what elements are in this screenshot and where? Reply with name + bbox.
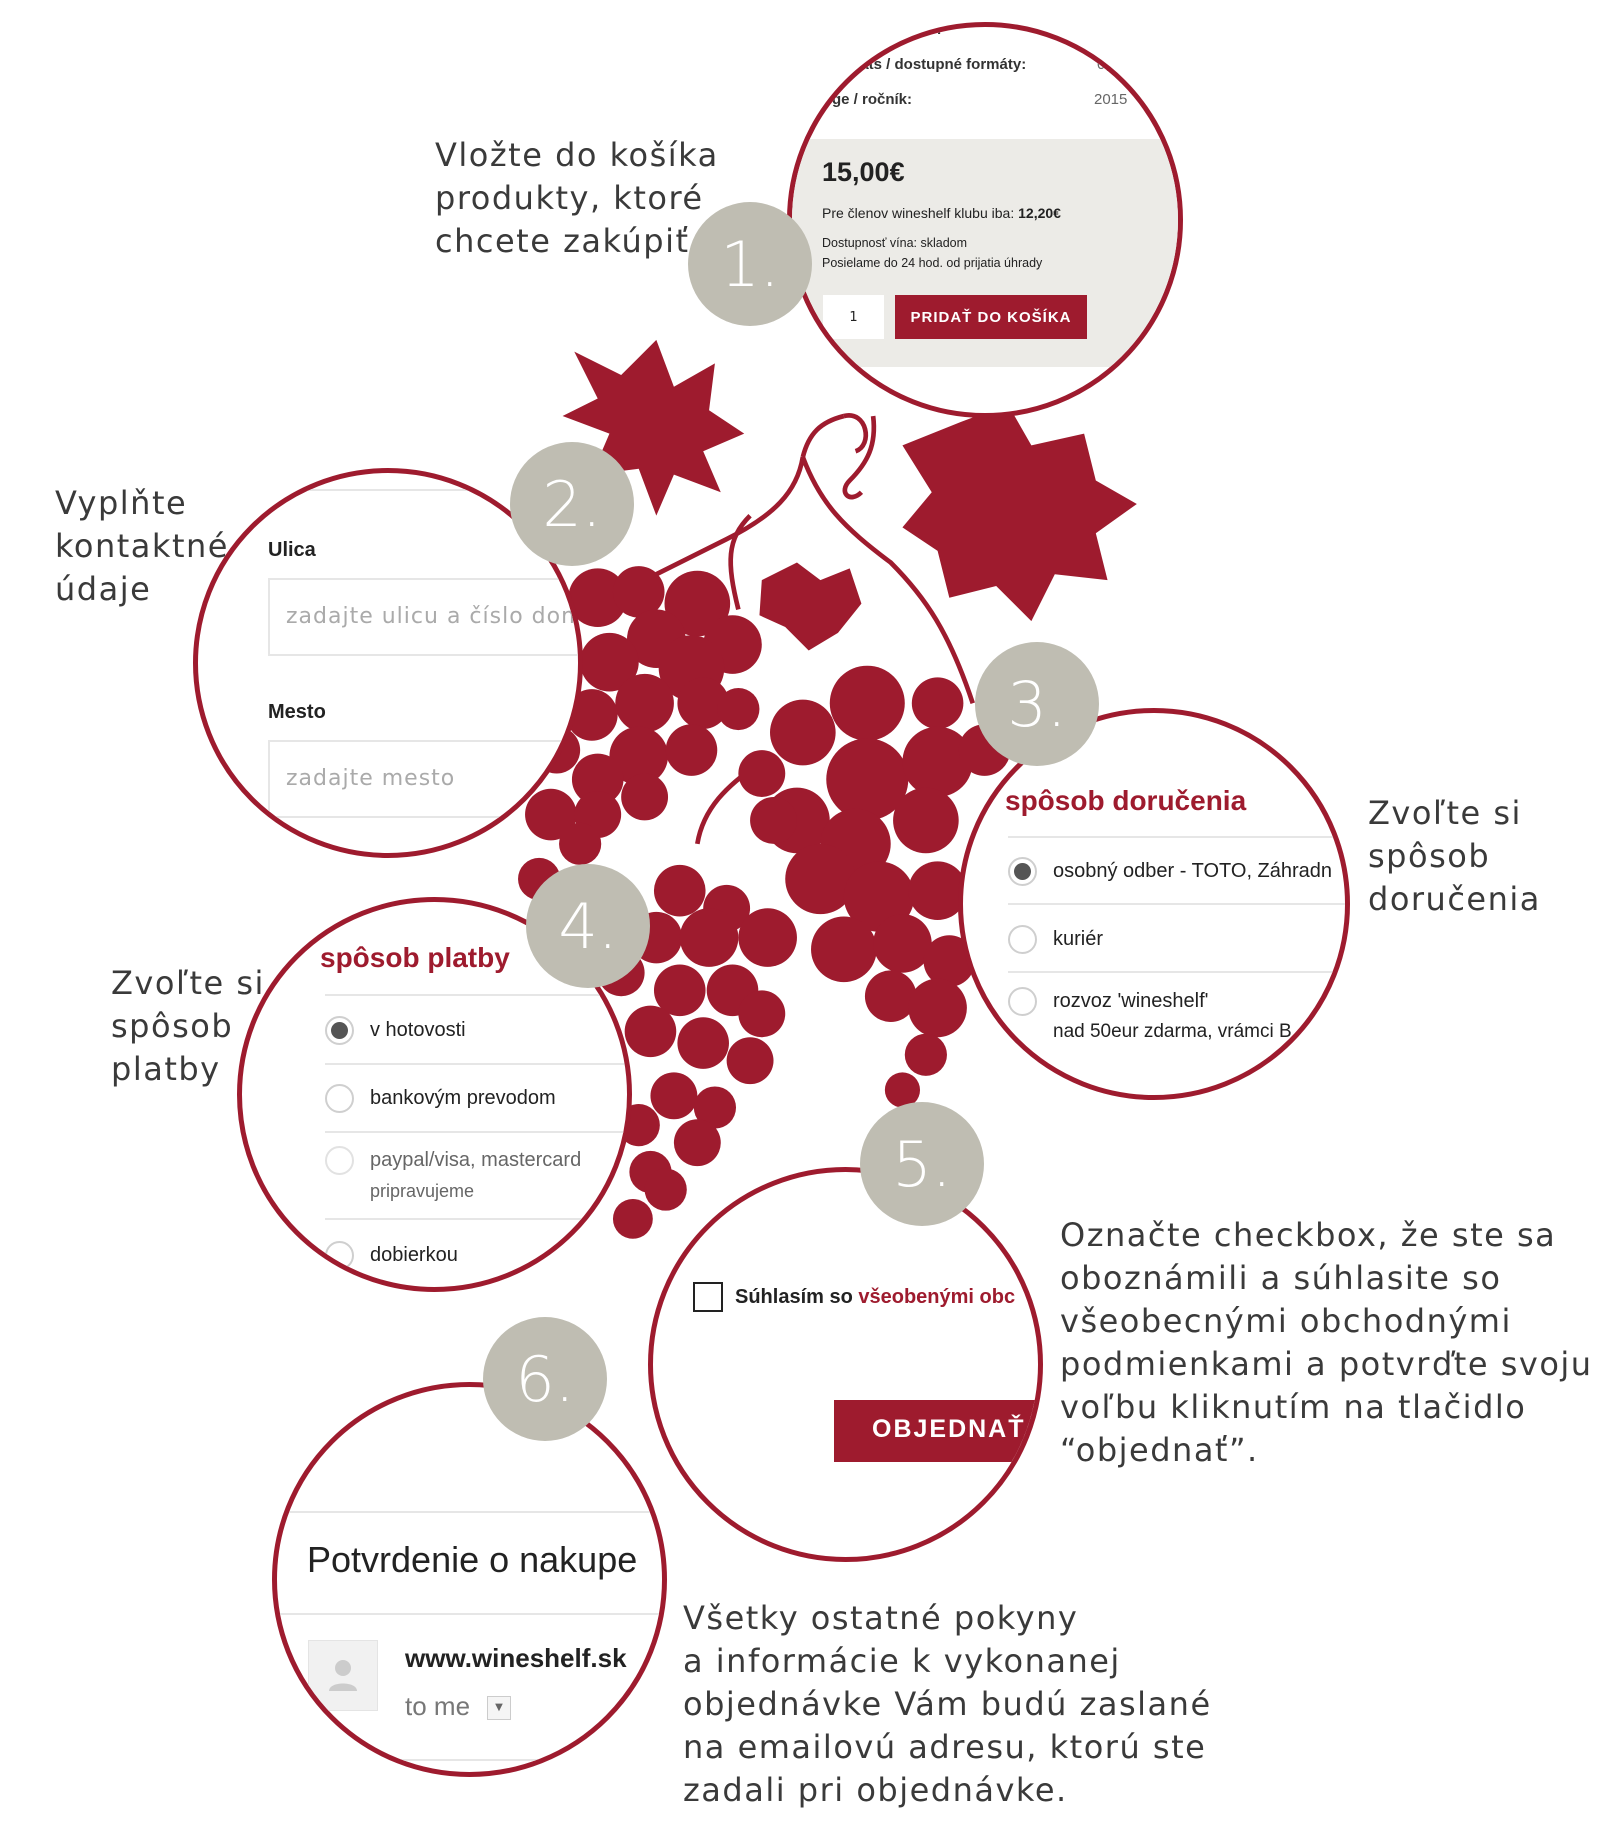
payment-option-label: bankovým prevodom	[370, 1087, 556, 1109]
payment-option-label: dobierkou	[370, 1244, 458, 1266]
caption-step-6: Všetky ostatné pokyny a informácie k vyk…	[683, 1599, 1212, 1809]
member-price-label: Pre členov wineshelf klubu iba:	[822, 205, 1015, 221]
formats-label: ormats / dostupné formáty:	[832, 56, 1027, 73]
grape-berries	[518, 566, 1011, 1239]
avatar	[308, 1640, 378, 1711]
step-badge-4: 4.	[526, 864, 650, 988]
vintage-label: ge / ročník:	[832, 91, 913, 108]
step-badge-3: 3.	[975, 642, 1099, 766]
payment-radio-cash[interactable]	[325, 1016, 354, 1045]
availability: Dostupnosť vína: skladom	[822, 236, 968, 250]
terms-link[interactable]: všeobenými obc	[858, 1286, 1016, 1308]
caption-step-1: Vložte do košíka produkty, ktoré chcete …	[435, 136, 719, 260]
delivery-title: spôsob doručenia	[1005, 785, 1247, 816]
person-icon	[329, 1660, 357, 1691]
step-badge-6: 6.	[483, 1317, 607, 1441]
city-input[interactable]: zadajte mesto	[268, 740, 578, 818]
order-zoom-circle: Súhlasím so všeobenými obc OBJEDNAŤ	[648, 1167, 1043, 1562]
caption-step-2: Vyplňte kontaktné údaje	[55, 484, 229, 608]
email-recipient: to me	[405, 1691, 471, 1721]
delivery-option-label: rozvoz 'wineshelf'	[1053, 990, 1209, 1012]
payment-option-label: paypal/visa, mastercard	[370, 1149, 582, 1171]
price-panel: 15,00€ Pre členov wineshelf klubu iba: 1…	[792, 139, 1178, 367]
email-zoom-circle: Potvrdenie o nakupe www.wineshelf.sk to …	[272, 1382, 667, 1777]
sugar-label: ový cukor	[872, 22, 943, 38]
caption-step-4: Zvoľte si spôsob platby	[111, 964, 265, 1088]
price: 15,00€	[822, 157, 905, 187]
delivery-radio-wineshelf[interactable]	[1008, 987, 1037, 1016]
step-badge-2: 2.	[510, 442, 634, 566]
payment-radio-transfer[interactable]	[325, 1084, 354, 1113]
delivery-zoom-circle: spôsob doručenia osobný odber - TOTO, Zá…	[958, 708, 1350, 1100]
order-button[interactable]: OBJEDNAŤ	[834, 1400, 1038, 1462]
payment-radio-card[interactable]	[325, 1146, 354, 1175]
email-subject: Potvrdenie o nakupe	[307, 1539, 638, 1580]
terms-label: Súhlasím so	[735, 1286, 853, 1308]
delivery-radio-courier[interactable]	[1008, 925, 1037, 954]
payment-title: spôsob platby	[320, 942, 510, 973]
delivery-option-note: nad 50eur zdarma, vrámci B	[1053, 1021, 1292, 1042]
vintage-value: 2015	[1094, 91, 1128, 108]
quantity-input[interactable]: 1	[823, 295, 884, 339]
terms-checkbox[interactable]	[693, 1282, 723, 1312]
add-to-cart-button[interactable]: PRIDAŤ DO KOŠÍKA	[895, 295, 1087, 339]
leaf	[759, 562, 862, 651]
street-input[interactable]: zadajte ulicu a číslo domu	[268, 578, 578, 656]
delivery-option-label: kuriér	[1053, 928, 1104, 950]
delivery-radio-pickup[interactable]	[1008, 857, 1037, 886]
formats-value: 0,	[1097, 56, 1110, 73]
contact-zoom-circle: Ulica zadajte ulicu a číslo domu Mesto z…	[193, 468, 583, 858]
city-label: Mesto	[268, 701, 326, 723]
payment-option-label: v hotovosti	[370, 1019, 466, 1041]
step-badge-1: 1.	[688, 202, 812, 326]
details-dropdown-icon[interactable]: ▼	[487, 1696, 511, 1720]
step-badge-5: 5.	[860, 1102, 984, 1226]
shipping-info: Posielame do 24 hod. od prijatia úhrady	[822, 256, 1043, 270]
email-sender: www.wineshelf.sk	[405, 1643, 627, 1673]
street-label: Ulica	[268, 539, 316, 561]
payment-radio-cod[interactable]	[325, 1241, 354, 1270]
payment-option-note: pripravujeme	[370, 1181, 475, 1201]
product-zoom-circle: ový cukor ormats / dostupné formáty: 0, …	[787, 22, 1183, 418]
delivery-option-label: osobný odber - TOTO, Záhradn	[1053, 860, 1333, 882]
caption-step-3: Zvoľte si spôsob doručenia	[1368, 794, 1541, 918]
member-price: 12,20€	[1018, 205, 1061, 221]
caption-step-5: Označte checkbox, že ste sa oboznámili a…	[1060, 1216, 1593, 1469]
leaf	[902, 404, 1137, 622]
